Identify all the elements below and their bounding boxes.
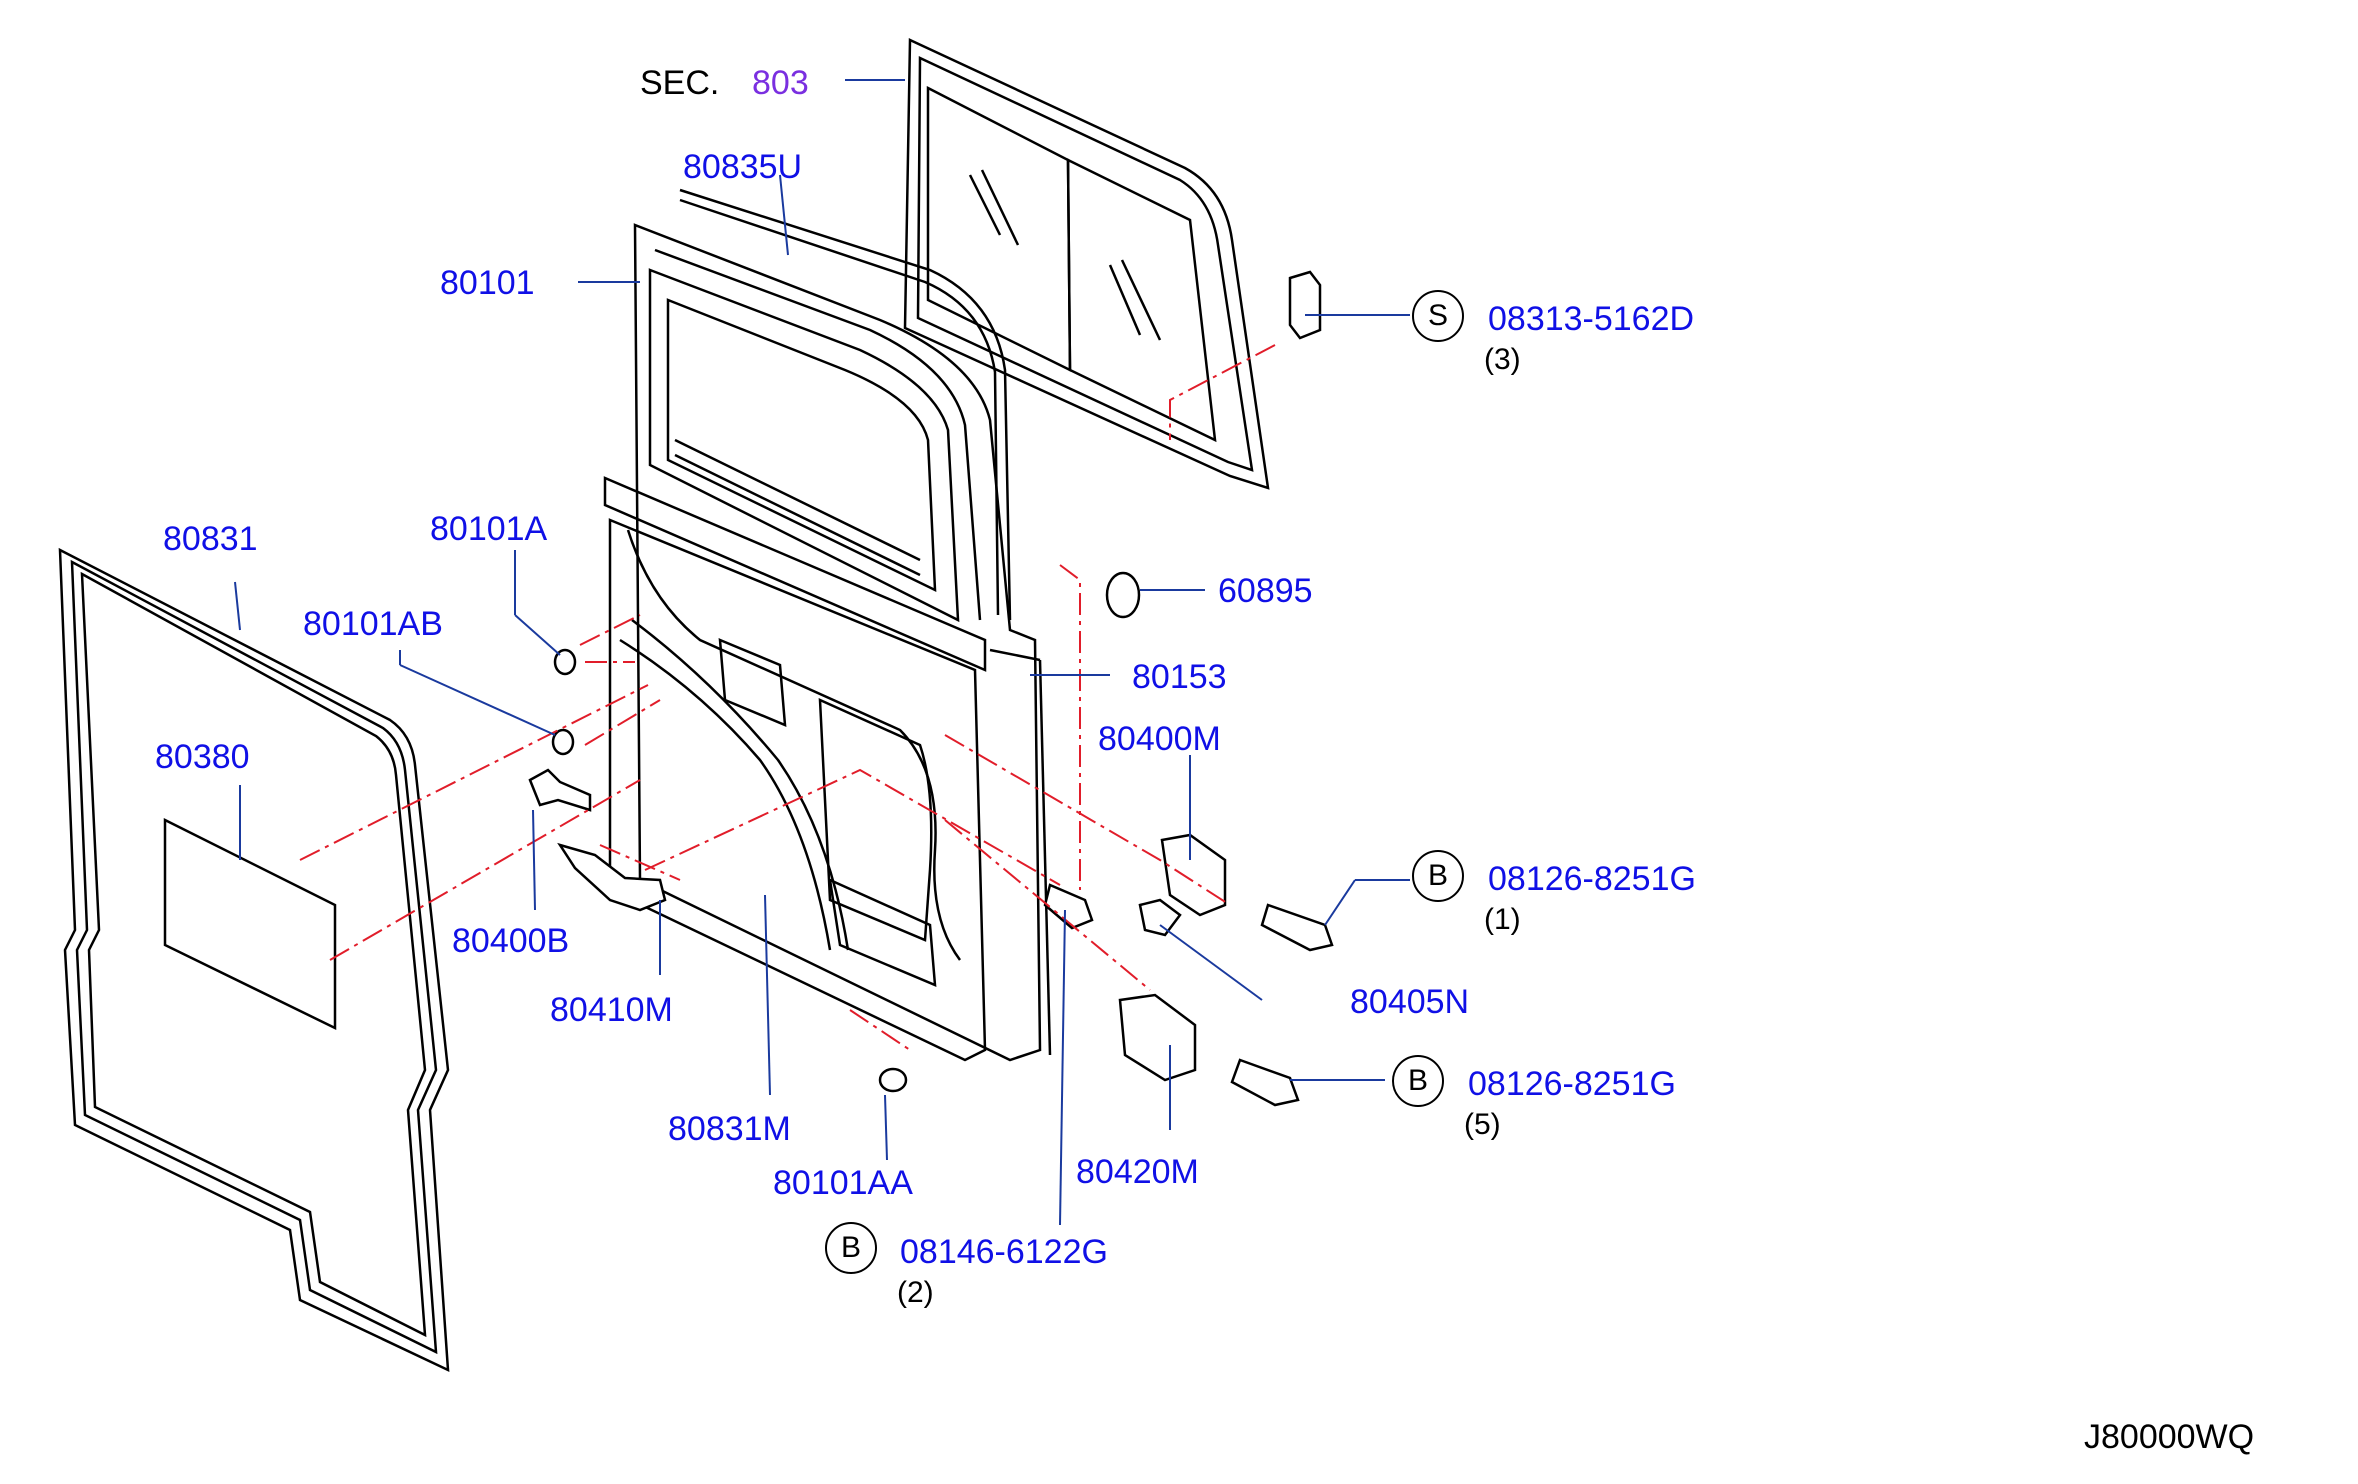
- label-80835u[interactable]: 80835U: [683, 148, 803, 186]
- upper-hinge-80400m: [1160, 833, 1227, 917]
- label-08126-8251g-lower[interactable]: 08126-8251G: [1468, 1065, 1676, 1103]
- section-prefix: SEC.: [640, 64, 720, 102]
- alignment-lines: [299, 344, 1276, 1051]
- striker-80400b: [528, 768, 592, 812]
- label-80101aa[interactable]: 80101AA: [773, 1164, 913, 1202]
- bolt-08146: [1043, 883, 1094, 930]
- lower-hinge-80420m: [1118, 993, 1197, 1082]
- qty-08313: (3): [1484, 343, 1521, 376]
- label-08146-6122g[interactable]: 08146-6122G: [900, 1233, 1108, 1271]
- plug-80101ab: [551, 728, 575, 756]
- fastener-badge-s: S: [1412, 290, 1464, 342]
- bolt-08126-upper: [1260, 903, 1334, 952]
- label-80420m[interactable]: 80420M: [1076, 1153, 1199, 1191]
- bolt-08126-lower: [1230, 1058, 1300, 1107]
- plug-80101aa: [878, 1067, 908, 1093]
- label-80410m[interactable]: 80410M: [550, 991, 673, 1029]
- label-80831m[interactable]: 80831M: [668, 1110, 791, 1148]
- label-80101a[interactable]: 80101A: [430, 510, 548, 548]
- label-80400b[interactable]: 80400B: [452, 922, 570, 960]
- spacer-80405n: [1138, 898, 1182, 937]
- window-glass-assembly: [903, 38, 1270, 490]
- label-80153[interactable]: 80153: [1132, 658, 1227, 696]
- qty-08146: (2): [897, 1276, 934, 1309]
- label-80101[interactable]: 80101: [440, 264, 535, 302]
- label-80101ab[interactable]: 80101AB: [303, 605, 443, 643]
- qty-08126-lower: (5): [1464, 1108, 1501, 1141]
- leader-lines: [234, 79, 1410, 1226]
- check-link-80410m: [557, 842, 667, 912]
- label-60895[interactable]: 60895: [1218, 572, 1313, 610]
- label-plate: [163, 817, 337, 1031]
- label-80831[interactable]: 80831: [163, 520, 258, 558]
- diagram-code: J80000WQ: [2084, 1418, 2255, 1456]
- door-panel: [603, 223, 1052, 1062]
- plug-80101a: [553, 648, 577, 676]
- fastener-badge-b1: B: [1412, 850, 1464, 902]
- cap-60895: [1105, 571, 1141, 619]
- label-80405n[interactable]: 80405N: [1350, 983, 1470, 1021]
- label-80380[interactable]: 80380: [155, 738, 250, 776]
- fastener-badge-b3: B: [825, 1222, 877, 1274]
- upper-weatherstrip: [679, 188, 1012, 621]
- door-weatherstrip: [58, 547, 450, 1373]
- section-ref-link[interactable]: 803: [752, 64, 809, 102]
- label-08313-5162d[interactable]: 08313-5162D: [1488, 300, 1695, 338]
- label-80400m[interactable]: 80400M: [1098, 720, 1221, 758]
- bolt-08313: [1288, 270, 1322, 340]
- small-parts: [528, 270, 1334, 1107]
- qty-08126-upper: (1): [1484, 903, 1521, 936]
- fastener-badge-b2: B: [1392, 1055, 1444, 1107]
- label-08126-8251g-upper[interactable]: 08126-8251G: [1488, 860, 1696, 898]
